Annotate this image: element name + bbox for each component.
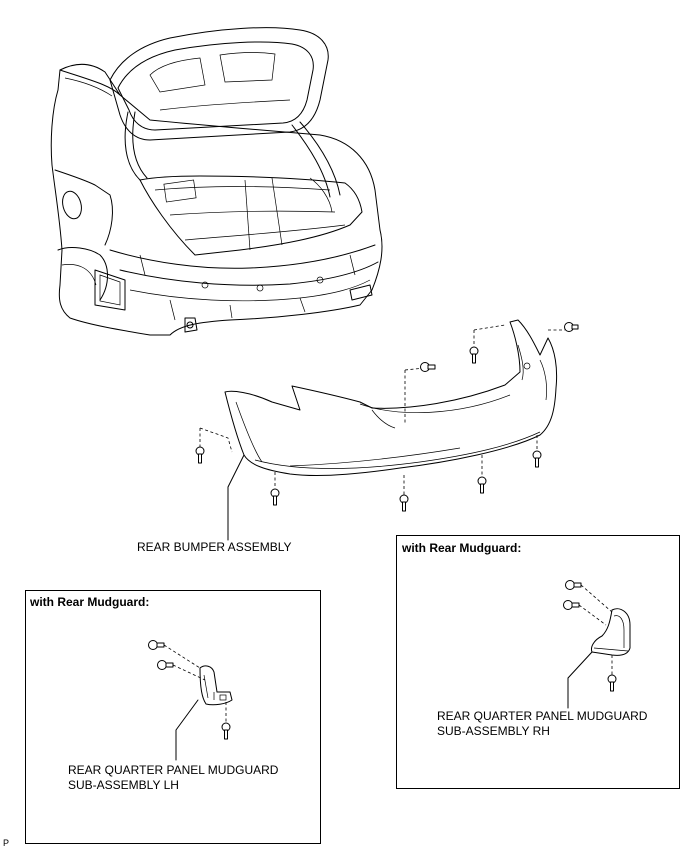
lh-label-line1: REAR QUARTER PANEL MUDGUARD xyxy=(68,763,279,777)
corner-mark: P xyxy=(3,838,10,848)
rear-bumper-leader xyxy=(227,454,245,541)
lh-label-line2: SUB-ASSEMBLY LH xyxy=(68,778,179,792)
car-body-drawing xyxy=(50,27,383,336)
mudguard-lh-drawing xyxy=(148,640,233,761)
rh-label-line2: SUB-ASSEMBLY RH xyxy=(437,724,550,738)
bumper-fasteners xyxy=(195,322,579,512)
rear-bumper-label: REAR BUMPER ASSEMBLY xyxy=(137,540,292,554)
rh-label-line1: REAR QUARTER PANEL MUDGUARD xyxy=(437,709,648,723)
rh-callout-box xyxy=(396,535,680,789)
rear-bumper-drawing xyxy=(224,319,558,477)
lh-box-title: with Rear Mudguard: xyxy=(30,595,150,609)
rh-box-title: with Rear Mudguard: xyxy=(402,541,522,555)
mudguard-rh-drawing xyxy=(563,580,631,709)
lh-callout-box xyxy=(25,590,321,844)
